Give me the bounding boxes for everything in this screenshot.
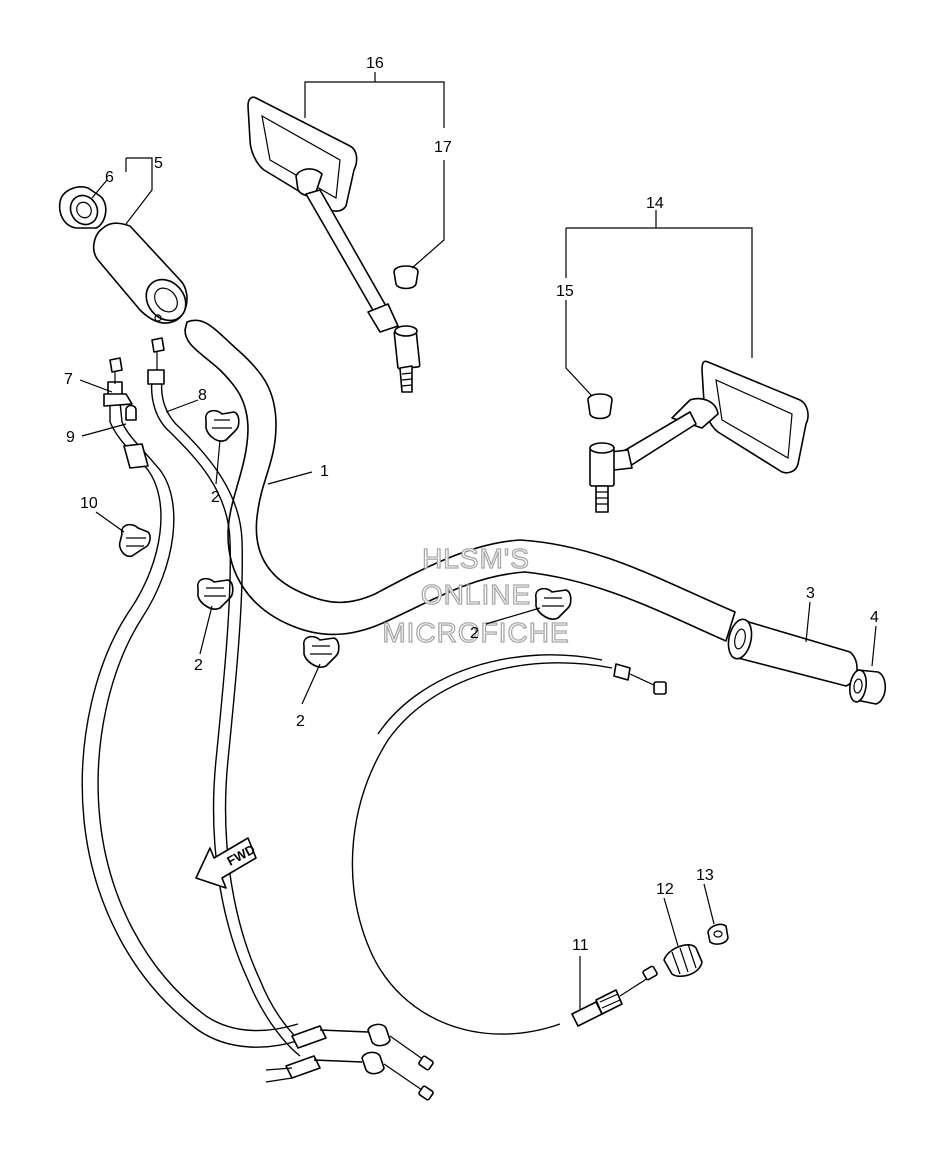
callout-16: 16 (366, 55, 384, 72)
grip-collar (848, 669, 887, 705)
callout-17: 17 (434, 139, 452, 156)
callout-15: 15 (556, 283, 574, 300)
callout-1: 1 (320, 463, 329, 480)
cable-clamp-c (303, 635, 340, 668)
throttle-cable-2 (147, 337, 307, 1057)
callout-11: 11 (572, 937, 589, 954)
callout-3: 3 (806, 585, 815, 602)
left-mirror-cap (393, 265, 419, 290)
cable-clamp-b (197, 577, 234, 610)
leader-lines (79, 72, 877, 1010)
callout-5: 5 (154, 155, 163, 172)
callout-4: 4 (870, 609, 879, 626)
left-grip (92, 222, 188, 324)
callout-13: 13 (696, 867, 714, 884)
cable-clamp-10 (118, 523, 151, 558)
watermark: HLSM'S ONLINE MICROFICHE (382, 542, 570, 648)
grip-end-cap (58, 186, 107, 229)
cable-adjuster (663, 943, 703, 978)
watermark-line-1: HLSM'S (422, 543, 530, 574)
throttle-grip (727, 618, 858, 687)
left-mirror (247, 96, 421, 393)
lock-nut (707, 923, 729, 945)
clutch-cable (351, 654, 667, 1035)
right-mirror-cap (587, 393, 613, 420)
callout-10: 10 (80, 495, 98, 512)
callout-6: 6 (105, 169, 114, 186)
right-mirror (589, 360, 809, 513)
callout-9: 9 (66, 429, 75, 446)
watermark-line-3: MICROFICHE (382, 617, 569, 648)
callout-14: 14 (646, 195, 664, 212)
callout-2c: 2 (296, 713, 305, 730)
callout-2b: 2 (194, 657, 203, 674)
watermark-line-2: ONLINE (421, 579, 531, 610)
callout-8: 8 (198, 387, 207, 404)
callout-2a: 2 (211, 489, 220, 506)
callout-7: 7 (64, 371, 73, 388)
cable-ends (265, 1023, 434, 1101)
throttle-cable-1 (81, 357, 301, 1048)
callout-12: 12 (656, 881, 674, 898)
cable-clamp-a (205, 409, 240, 442)
callouts: 1 2 2 2 2 3 4 5 6 7 8 9 10 11 12 13 14 1… (64, 55, 879, 954)
cable-clamp-d (535, 587, 572, 620)
handlebar (184, 319, 736, 642)
callout-2d: 2 (470, 625, 479, 642)
